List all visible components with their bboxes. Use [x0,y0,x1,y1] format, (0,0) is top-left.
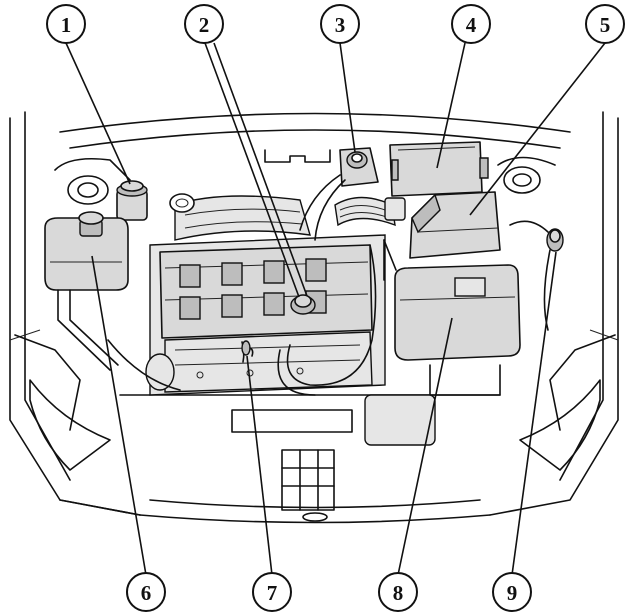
callout-3-label: 3 [335,13,346,37]
engine-block [108,196,385,395]
callout-8-label: 8 [393,581,404,605]
callout-6-label: 6 [141,581,152,605]
callout-5: 5 [586,5,624,43]
air-filter-housing [410,192,500,258]
callout-4-label: 4 [466,13,477,37]
callout-2: 2 [185,5,223,43]
callout-5-label: 5 [600,13,611,37]
oil-filler-cap [291,295,315,314]
callout-1-label: 1 [61,13,72,37]
callout-4: 4 [452,5,490,43]
callout-9-label: 9 [507,581,518,605]
callout-6: 6 [127,573,165,611]
callout-7: 7 [253,573,291,611]
callout-1: 1 [47,5,85,43]
callout-7-label: 7 [267,581,278,605]
callout-9: 9 [493,573,531,611]
callout-3: 3 [321,5,359,43]
fuse-box [390,142,488,196]
air-intake-hose [335,198,405,226]
battery [384,240,520,360]
callout-2-label: 2 [199,13,210,37]
coolant-expansion-tank [45,212,128,370]
callout-8: 8 [379,573,417,611]
